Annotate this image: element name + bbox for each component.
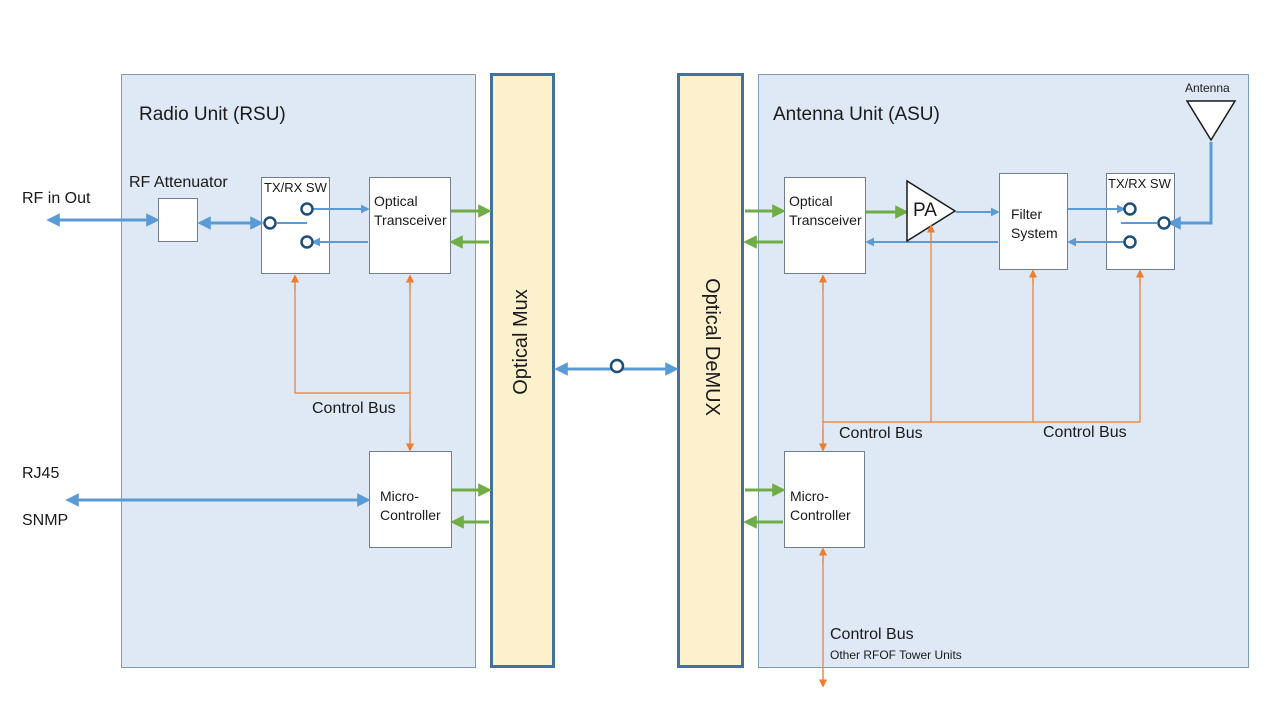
asu-optical-transceiver-block: [784, 177, 866, 274]
rsu-micro-label-line1: Micro-: [380, 488, 419, 504]
rsu-optical-transceiver-block: [369, 177, 451, 274]
rsu-switch-tx-contact: [300, 202, 314, 216]
asu-switch-common-contact: [1157, 216, 1171, 230]
rsu-transceiver-label-line2: Transceiver: [374, 212, 447, 228]
asu-title: Antenna Unit (ASU): [773, 104, 940, 125]
antenna-label: Antenna: [1185, 81, 1230, 95]
snmp-label: SNMP: [22, 512, 69, 529]
asu-control-bus-horizontal: [823, 272, 1141, 423]
rf-in-out-label: RF in Out: [22, 190, 91, 207]
asu-control-bus-label-left: Control Bus: [839, 425, 923, 442]
rsu-control-bus-switch: [294, 276, 410, 394]
asu-control-bus-label-right: Control Bus: [1043, 424, 1127, 441]
asu-micro-label-line2: Controller: [790, 507, 851, 523]
asu-transceiver-label-line1: Optical: [789, 193, 833, 209]
asu-txrx-switch-label: TX/RX SW: [1108, 176, 1171, 191]
asu-transceiver-label-line2: Transceiver: [789, 212, 862, 228]
optical-demux-bar: [677, 73, 744, 668]
pa-label: PA: [913, 200, 937, 221]
filter-system-label-line2: System: [1011, 225, 1058, 241]
asu-micro-controller-block: [784, 451, 865, 548]
asu-control-bus-label-bottom: Control Bus: [830, 626, 914, 643]
rsu-txrx-switch-block: [261, 177, 330, 274]
asu-switch-rx-contact: [1123, 235, 1137, 249]
optical-mux-label: Optical Mux: [510, 289, 532, 395]
antenna-icon: [1185, 100, 1237, 142]
rsu-txrx-switch-label: TX/RX SW: [264, 180, 327, 195]
rsu-panel: [121, 74, 476, 668]
rsu-switch-common-contact: [263, 216, 277, 230]
filter-system-block: [999, 173, 1068, 270]
fiber-connector-icon: [609, 358, 625, 374]
rsu-control-bus-label: Control Bus: [312, 400, 396, 417]
asu-micro-label-line1: Micro-: [790, 488, 829, 504]
rsu-micro-label-line2: Controller: [380, 507, 441, 523]
switch-to-antenna-line: [1167, 142, 1213, 230]
other-units-label: Other RFOF Tower Units: [830, 648, 962, 662]
filter-system-label-line1: Filter: [1011, 206, 1043, 222]
optical-mux-bar: [490, 73, 555, 668]
rf-attenuator-label: RF Attenuator: [129, 174, 228, 191]
optical-demux-label: Optical DeMUX: [701, 278, 723, 416]
rj45-label: RJ45: [22, 465, 60, 482]
rsu-transceiver-label-line1: Optical: [374, 193, 418, 209]
asu-switch-tx-contact: [1123, 202, 1137, 216]
rsu-title: Radio Unit (RSU): [139, 104, 286, 125]
rsu-switch-rx-contact: [300, 235, 314, 249]
